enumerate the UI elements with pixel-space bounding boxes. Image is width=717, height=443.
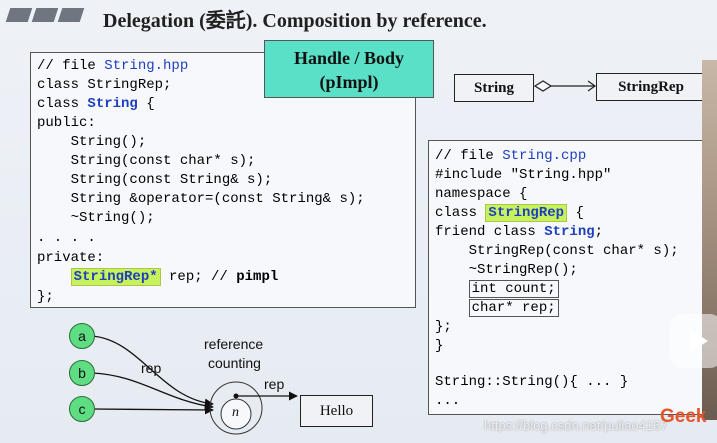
uml-aggregation-arrow [534,80,597,92]
code-line: String &operator=(const String& s); [37,191,365,207]
filename-string-hpp: String.hpp [104,58,189,74]
play-icon[interactable] [670,314,717,368]
member-char-rep: char* rep; [468,299,559,317]
code-keyword: friend class [435,224,545,240]
code-line: int count; [435,280,559,299]
csdn-watermark: https://blog.csdn.net/puliao4167 [484,418,668,433]
handle-body-box: Handle / Body (pImpl) [264,40,434,98]
pimpl-title: (pImpl) [319,72,379,92]
pimpl-word: pimpl [236,269,279,285]
string-cpp-code-box: // file String.cpp #include "String.hpp"… [428,140,710,415]
code-line: public: [37,115,96,131]
code-line: String::String(){ ... } [435,374,629,390]
code-line: // file String.cpp [435,147,586,166]
highlight-stringrep-class: StringRep [485,204,568,222]
code-brace: { [567,205,584,221]
code-keyword: class [435,205,486,221]
brand-logo: Geek [660,406,707,427]
code-line: . . . . [37,230,96,246]
ref-node-c: c [69,396,95,422]
code-comment: // file [435,148,503,164]
code-comment: // file [37,58,105,74]
rep-label-right: rep [264,376,285,392]
code-line: String(); [37,134,147,150]
code-line: StringRep* rep; // pimpl [37,268,278,287]
ref-node-b: b [69,360,95,386]
code-line: // file String.hpp [37,57,188,76]
code-line: }; [37,289,54,305]
class-name-string: String [87,96,138,112]
code-brace: { [137,96,155,112]
hello-string-box: Hello [300,395,373,427]
code-line: #include "String.hpp" [435,167,612,183]
code-line: namespace { [435,186,528,202]
code-line: class StringRep; [37,77,172,93]
code-line: ~StringRep(); [435,262,578,278]
ref-node-a: a [69,323,95,349]
code-punct: ; [594,224,604,240]
code-line: String(const char* s); [37,153,256,169]
code-line: ... [435,393,461,409]
code-keyword: class [37,96,88,112]
string-hpp-code-box: // file String.hpp class StringRep; clas… [30,52,416,308]
member-int-count: int count; [468,280,559,298]
reference-label: reference [204,336,264,352]
filename-string-cpp: String.cpp [502,148,587,164]
slide-title: Delegation (委託). Composition by referenc… [103,10,487,32]
handle-body-title: Handle / Body [293,48,405,68]
code-line: } [435,338,444,354]
refcount-n: n [232,405,239,420]
code-line: ~String(); [37,210,155,226]
uml-class-stringrep: StringRep [596,73,706,101]
code-line: String(const String& s); [37,172,273,188]
code-line: }; [435,319,452,335]
counting-label: counting [208,355,261,371]
code-line: friend class String; [435,223,603,242]
code-line: class StringRep { [435,204,584,223]
code-line: char* rep; [435,299,559,318]
code-line: class String { [37,95,155,114]
rep-label-left: rep [141,360,162,376]
code-member: rep; // [160,269,237,285]
highlight-stringrep-pointer: StringRep* [70,268,161,286]
class-name-string: String [544,224,595,240]
code-line: StringRep(const char* s); [435,243,679,259]
uml-class-string: String [454,74,534,102]
code-line: private: [37,250,105,266]
